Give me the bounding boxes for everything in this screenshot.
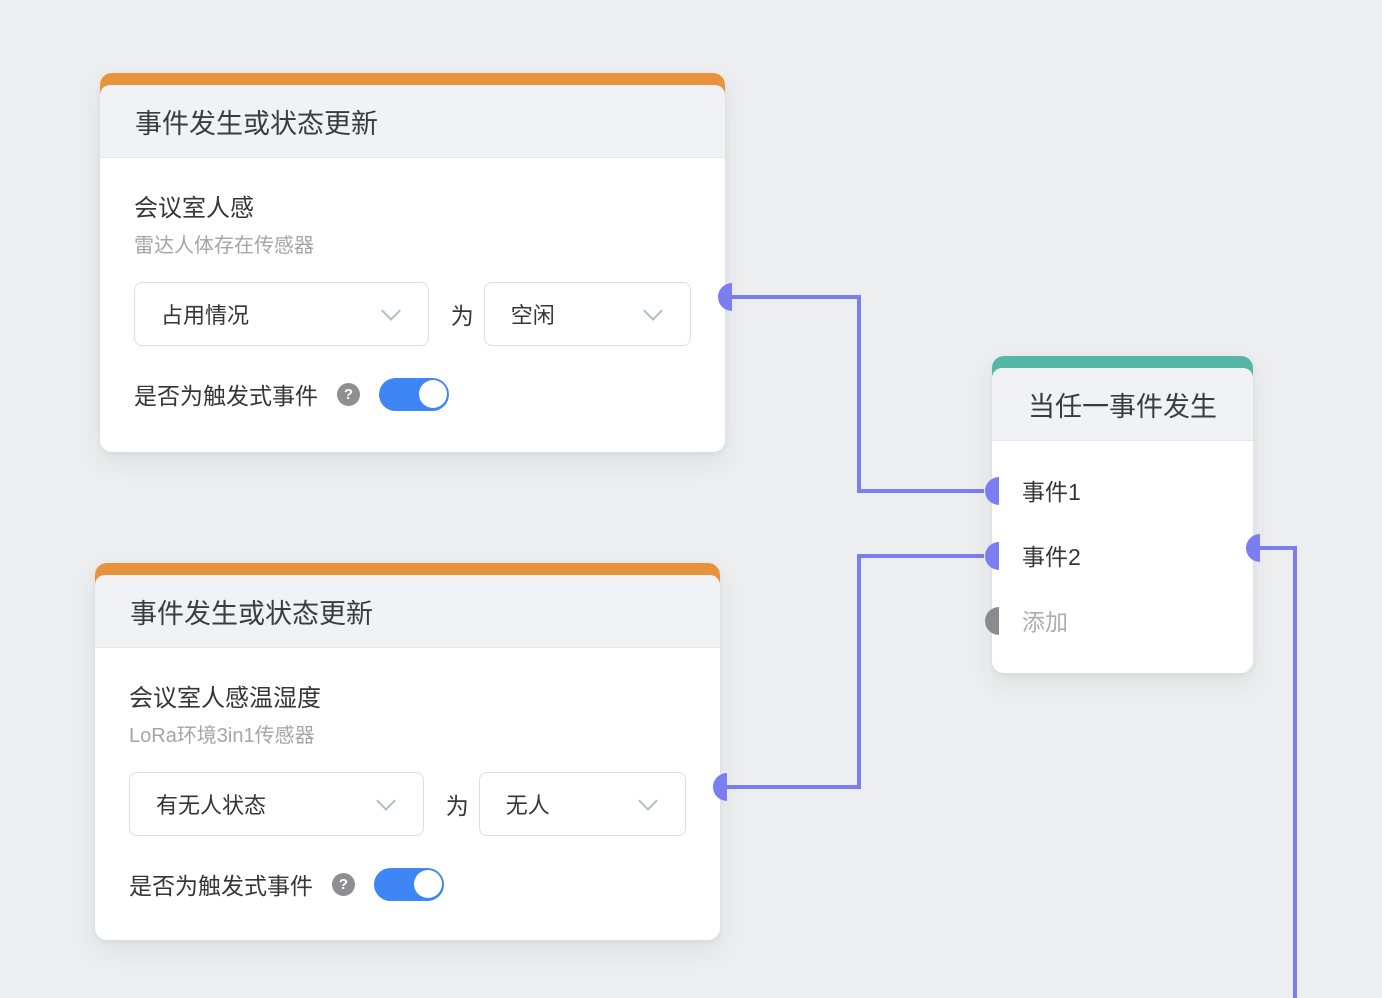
value-select[interactable]: 无人 bbox=[478, 772, 686, 836]
event-1-input-port[interactable] bbox=[985, 477, 999, 505]
property-select[interactable]: 有无人状态 bbox=[129, 772, 424, 836]
value-select-value: 无人 bbox=[505, 793, 550, 818]
value-select[interactable]: 空闲 bbox=[483, 282, 691, 346]
trigger-2-output-port[interactable] bbox=[713, 773, 727, 801]
device-name: 会议室人感温湿度 bbox=[129, 685, 321, 712]
trigger-type-label: 是否为触发式事件 bbox=[134, 383, 318, 409]
property-select[interactable]: 占用情况 bbox=[134, 282, 429, 346]
property-select-value: 有无人状态 bbox=[156, 793, 267, 818]
card-body: 会议室人感温湿度 LoRa环境3in1传感器 有无人状态 为 无人 是否为触发式… bbox=[95, 684, 720, 901]
card-title: 事件发生或状态更新 bbox=[130, 598, 373, 629]
add-event-port bbox=[985, 607, 999, 635]
relation-label: 为 bbox=[445, 793, 469, 819]
relation-label: 为 bbox=[450, 303, 474, 329]
toggle-row: 是否为触发式事件 ? bbox=[134, 377, 691, 411]
event-2-input-port[interactable] bbox=[985, 542, 999, 570]
device-type: 雷达人体存在传感器 bbox=[134, 235, 314, 257]
any-event-output-port[interactable] bbox=[1246, 534, 1260, 562]
connector-anyevent-output[interactable] bbox=[1260, 546, 1297, 998]
toggle-row: 是否为触发式事件 ? bbox=[129, 867, 686, 901]
card-title: 事件发生或状态更新 bbox=[135, 108, 378, 139]
trigger-type-label: 是否为触发式事件 bbox=[129, 873, 313, 899]
event-item-2[interactable]: 事件2 bbox=[1022, 544, 1081, 570]
toggle-knob bbox=[418, 380, 447, 408]
help-icon[interactable]: ? bbox=[332, 872, 355, 896]
connector-trigger2-to-event2[interactable] bbox=[727, 554, 984, 789]
help-icon[interactable]: ? bbox=[337, 382, 360, 406]
device-name: 会议室人感 bbox=[134, 195, 254, 222]
trigger-toggle[interactable] bbox=[379, 377, 449, 411]
condition-row: 占用情况 为 空闲 bbox=[134, 282, 691, 346]
trigger-card-1[interactable]: 事件发生或状态更新 会议室人感 雷达人体存在传感器 占用情况 为 空闲 是否为触… bbox=[100, 73, 725, 452]
card-header: 事件发生或状态更新 bbox=[100, 85, 725, 158]
trigger-card-2[interactable]: 事件发生或状态更新 会议室人感温湿度 LoRa环境3in1传感器 有无人状态 为… bbox=[95, 563, 720, 940]
card-title: 当任一事件发生 bbox=[1028, 391, 1217, 422]
card-header: 事件发生或状态更新 bbox=[95, 575, 720, 648]
trigger-1-output-port[interactable] bbox=[718, 283, 732, 311]
chevron-down-icon bbox=[380, 301, 401, 321]
event-item-1[interactable]: 事件1 bbox=[1022, 479, 1081, 505]
chevron-down-icon bbox=[375, 791, 396, 811]
property-select-value: 占用情况 bbox=[161, 303, 250, 328]
chevron-down-icon bbox=[638, 791, 658, 811]
card-body: 会议室人感 雷达人体存在传感器 占用情况 为 空闲 是否为触发式事件 ? bbox=[100, 194, 725, 411]
connector-trigger1-to-event1[interactable] bbox=[732, 295, 984, 493]
chevron-down-icon bbox=[643, 301, 663, 321]
value-select-value: 空闲 bbox=[510, 303, 555, 328]
card-body: 事件1 事件2 添加 bbox=[992, 477, 1253, 637]
card-header: 当任一事件发生 bbox=[992, 368, 1253, 441]
trigger-toggle[interactable] bbox=[374, 867, 444, 901]
toggle-knob bbox=[413, 870, 442, 898]
add-event-button[interactable]: 添加 bbox=[1022, 609, 1068, 635]
device-type: LoRa环境3in1传感器 bbox=[129, 725, 315, 747]
condition-row: 有无人状态 为 无人 bbox=[129, 772, 686, 836]
any-event-card[interactable]: 当任一事件发生 事件1 事件2 添加 bbox=[992, 356, 1253, 673]
